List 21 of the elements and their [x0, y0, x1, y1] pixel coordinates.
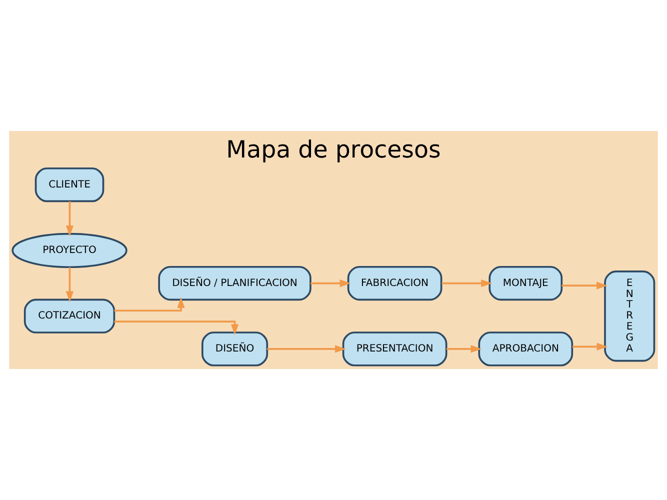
arrow: [446, 345, 482, 353]
arrow: [562, 282, 608, 290]
node-box: FABRICACION: [347, 266, 442, 301]
node-box: PRESENTACION: [342, 332, 448, 366]
arrow: [442, 279, 492, 288]
node-box: APROBACION: [478, 332, 574, 366]
arrow: [66, 201, 74, 236]
arrow: [310, 279, 351, 288]
arrow: [572, 342, 608, 350]
arrow: [66, 267, 74, 302]
node-ellipse: PROYECTO: [12, 232, 128, 268]
arrow: [114, 320, 239, 336]
arrow: [267, 345, 346, 353]
node-box: DISEÑO / PLANIFICACION: [158, 266, 312, 301]
arrow: [114, 297, 185, 312]
diagram-title: Mapa de procesos: [226, 135, 441, 164]
node-box: COTIZACION: [24, 298, 116, 334]
node-box: ENTREGA: [604, 270, 656, 362]
node-box: MONTAJE: [488, 266, 563, 301]
node-box: CLIENTE: [34, 167, 104, 202]
node-box: DISEÑO: [201, 332, 268, 366]
